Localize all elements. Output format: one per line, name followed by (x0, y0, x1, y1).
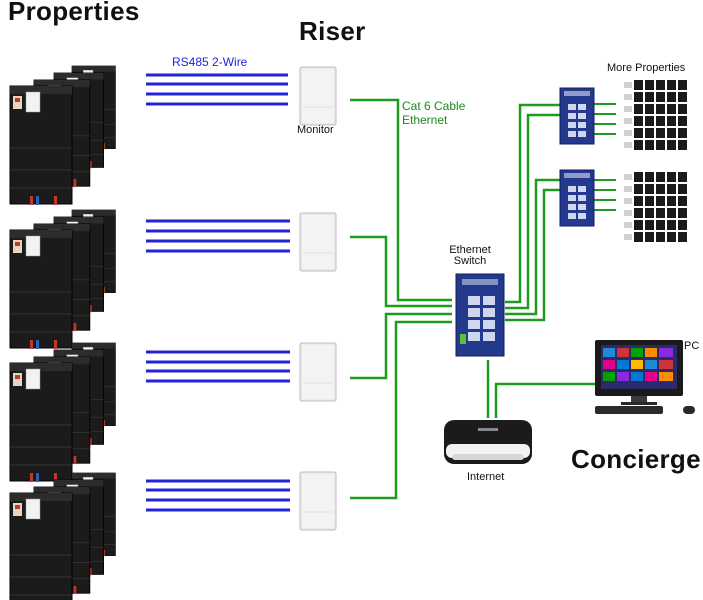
more-properties-label: More Properties (607, 62, 686, 74)
meter-stack-icon (10, 66, 115, 205)
meter-stack-icon (10, 210, 115, 349)
ethernet-switch-label-line1: Ethernet (449, 244, 491, 256)
monitor-enclosure-icon (299, 342, 337, 402)
ethernet-cables (350, 98, 612, 500)
pc-icon (595, 340, 695, 414)
riser-title: Riser (299, 16, 366, 46)
ethernet-switch-label-line2: Switch (453, 255, 487, 267)
rs485-label: RS485 2-Wire (172, 55, 248, 69)
pc-label: PC (684, 340, 700, 352)
router-icon (444, 420, 532, 464)
ethernet-switch-icon (559, 87, 595, 145)
monitor-enclosure-icon (299, 471, 337, 531)
internet-label: Internet (467, 471, 505, 483)
cat6-label-line1: Cat 6 Cable (402, 99, 466, 113)
properties-title: Properties (8, 0, 140, 26)
rs485-wires (146, 73, 290, 512)
cat6-label-line2: Ethernet (402, 113, 448, 127)
meter-grid-icon (624, 172, 687, 242)
meter-stack-icon (10, 473, 115, 600)
ethernet-switch-icon (455, 273, 505, 357)
monitor-label: Monitor (297, 124, 334, 136)
monitor-enclosure-icon (299, 212, 337, 272)
monitor-enclosure-icon (299, 66, 337, 126)
switch-port-lines (594, 103, 616, 211)
meter-stack-icon (10, 343, 115, 482)
concierge-title: Concierge (571, 444, 701, 474)
meter-grid-icon (624, 80, 687, 150)
ethernet-switch-icon (559, 169, 595, 227)
